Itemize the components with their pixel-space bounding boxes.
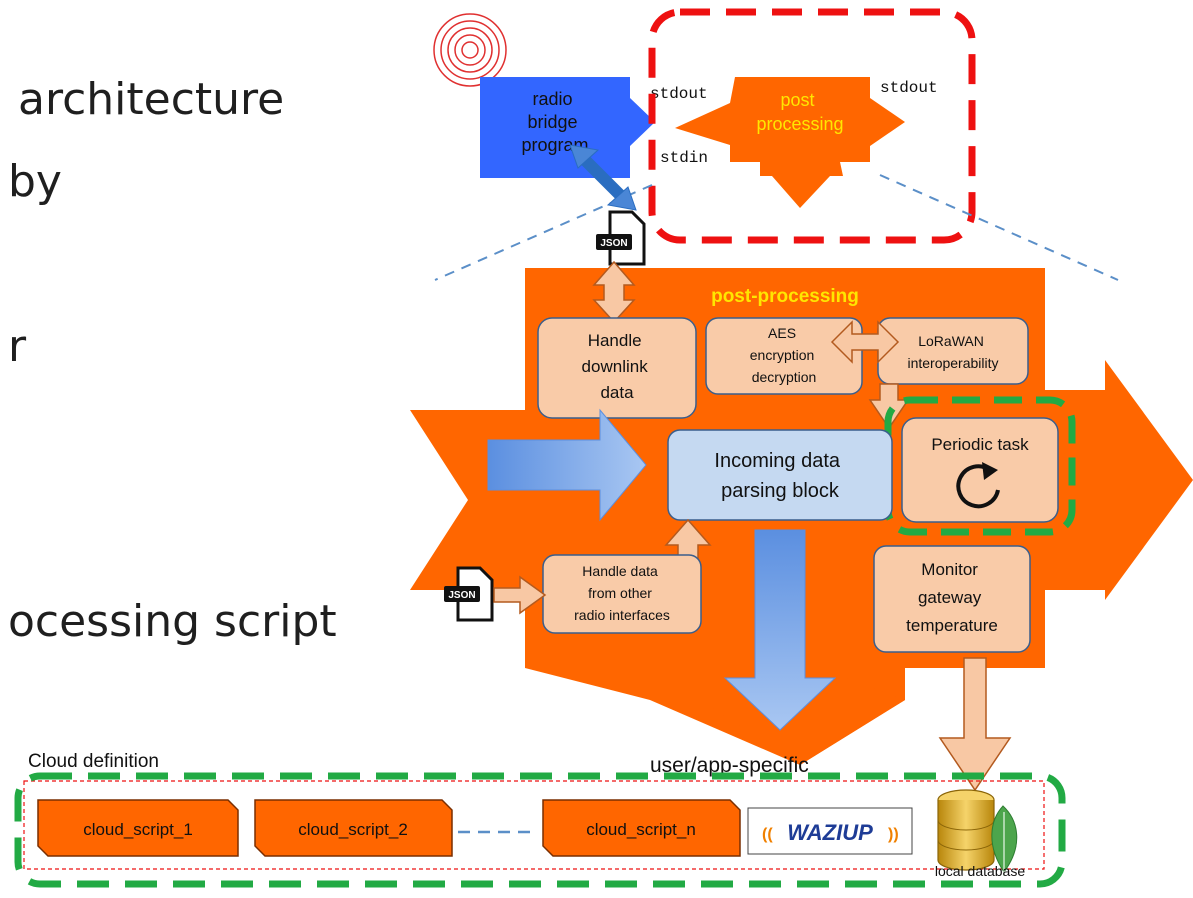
zoom-guide-right — [879, 174, 1119, 281]
lorawan-to-incoming-arrow — [868, 383, 910, 430]
svg-text:WAZIUP: WAZIUP — [787, 820, 873, 845]
svg-text:JSON: JSON — [600, 238, 627, 249]
json-file-icon-left: JSON — [444, 566, 494, 622]
radio-bridge-label: radio bridge program — [521, 89, 588, 155]
monitor-temp-box — [873, 545, 1031, 653]
user-app-specific-label: user/app-specific — [650, 754, 809, 777]
aes-box — [705, 317, 863, 395]
handle-downlink-box — [537, 317, 697, 419]
incoming-parsing-box — [667, 429, 893, 521]
bridge-json-double-arrow — [569, 144, 637, 211]
json-file-icon-top: JSON — [596, 210, 646, 266]
monitor-to-db-arrow — [938, 657, 1012, 792]
json-to-other-arrow — [493, 575, 547, 615]
radio-waves-icon — [433, 13, 507, 87]
slide-text-ocessing-script: ocessing script — [8, 596, 337, 647]
lorawan-box — [877, 317, 1029, 385]
post-processing-arrow: post processing — [675, 77, 905, 208]
refresh-cycle-icon — [956, 462, 1000, 509]
svg-text:)): )) — [888, 826, 899, 843]
cloud-green-dashed-box — [14, 772, 1066, 888]
svg-text:JSON: JSON — [448, 590, 475, 601]
handle-other-label: Handle data from other radio interfaces — [574, 563, 670, 623]
cloud-definition-label: Cloud definition — [28, 751, 159, 772]
periodic-task-label: Periodic task — [931, 435, 1029, 454]
incoming-parsing-label: Incoming data parsing block — [714, 450, 845, 502]
database-icon — [937, 789, 995, 871]
svg-text:cloud_script_1: cloud_script_1 — [83, 820, 193, 839]
monitor-temp-label: Monitor gateway temperature — [906, 560, 998, 635]
main-title: post-processing — [711, 286, 859, 307]
mongodb-leaf-icon — [991, 805, 1018, 876]
svg-text:((: (( — [762, 826, 773, 843]
lorawan-label: LoRaWAN interoperability — [907, 333, 998, 371]
slide-text-architecture: architecture — [18, 74, 285, 125]
post-processing-label: post processing — [756, 90, 843, 134]
aes-lorawan-double-arrow — [830, 320, 900, 364]
radio-bridge-box: radio bridge program — [480, 77, 655, 178]
stdout-left-label: stdout — [650, 85, 708, 103]
cloud-script-1: cloud_script_1 — [37, 799, 239, 857]
cloud-script-2: cloud_script_2 — [254, 799, 453, 857]
downward-blue-arrow — [723, 529, 837, 731]
slide-text-r: r — [8, 321, 27, 372]
cloud-script-n: cloud_script_n — [542, 799, 741, 857]
slide-text-by: by — [8, 156, 62, 207]
stdin-label: stdin — [660, 149, 708, 167]
zoom-box-red — [648, 8, 976, 244]
svg-text:cloud_script_2: cloud_script_2 — [298, 820, 408, 839]
periodic-task-box — [901, 417, 1059, 523]
aes-label: AES encryption decryption — [750, 325, 818, 385]
incoming-blue-arrow — [487, 408, 647, 522]
waziup-logo: (( WAZIUP )) — [747, 807, 913, 855]
svg-text:cloud_script_n: cloud_script_n — [586, 820, 696, 839]
local-database-label: local database — [935, 863, 1026, 879]
cloud-red-dotted-box — [23, 780, 1045, 870]
handle-downlink-label: Handle downlink data — [582, 331, 653, 402]
stdout-right-label: stdout — [880, 79, 938, 97]
